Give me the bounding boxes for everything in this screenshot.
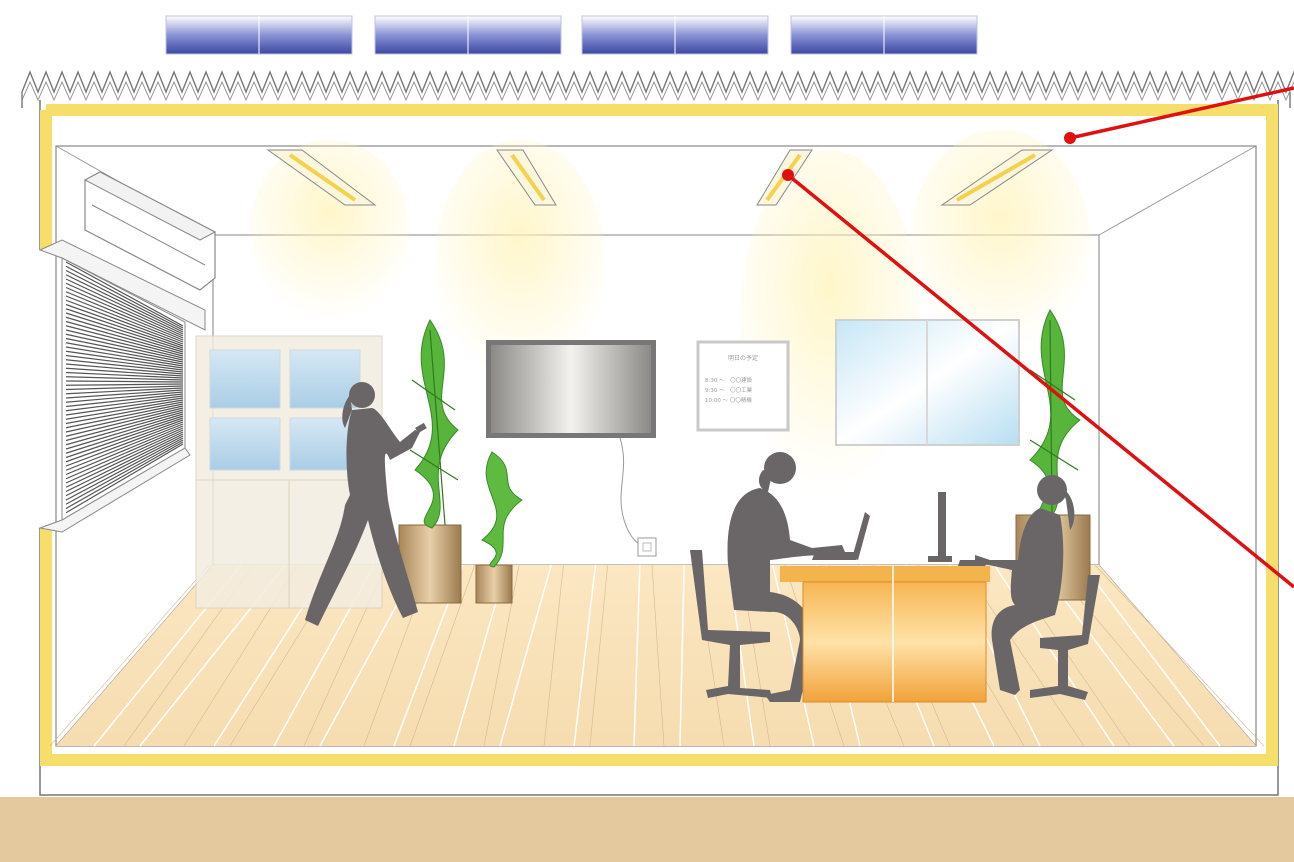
lighting-callout-dot <box>782 169 794 181</box>
desk-icon <box>780 566 990 702</box>
solar-panel-icon <box>375 16 561 54</box>
schedule-line: 9:30 〜 〇〇工業 <box>705 386 753 394</box>
solar-panel-icon <box>582 16 768 54</box>
window-shutter-icon <box>40 240 205 532</box>
corrugated-roof <box>22 72 1294 108</box>
solar-panel-icon <box>166 16 352 54</box>
power-outlet-icon <box>638 538 656 556</box>
solar-panels <box>166 16 977 54</box>
schedule-board-title: 明日の予定 <box>728 354 758 362</box>
schedule-line: 8:30 〜 〇〇建設 <box>705 376 753 384</box>
insulation-callout-dot <box>1064 132 1076 144</box>
solar-panel-icon <box>791 16 977 54</box>
ground <box>0 797 1294 862</box>
schedule-line: 10:00 〜 〇〇精機 <box>705 396 752 404</box>
schedule-board: 明日の予定 8:30 〜 〇〇建設 9:30 〜 〇〇工業 10:00 〜 〇〇… <box>698 342 788 430</box>
